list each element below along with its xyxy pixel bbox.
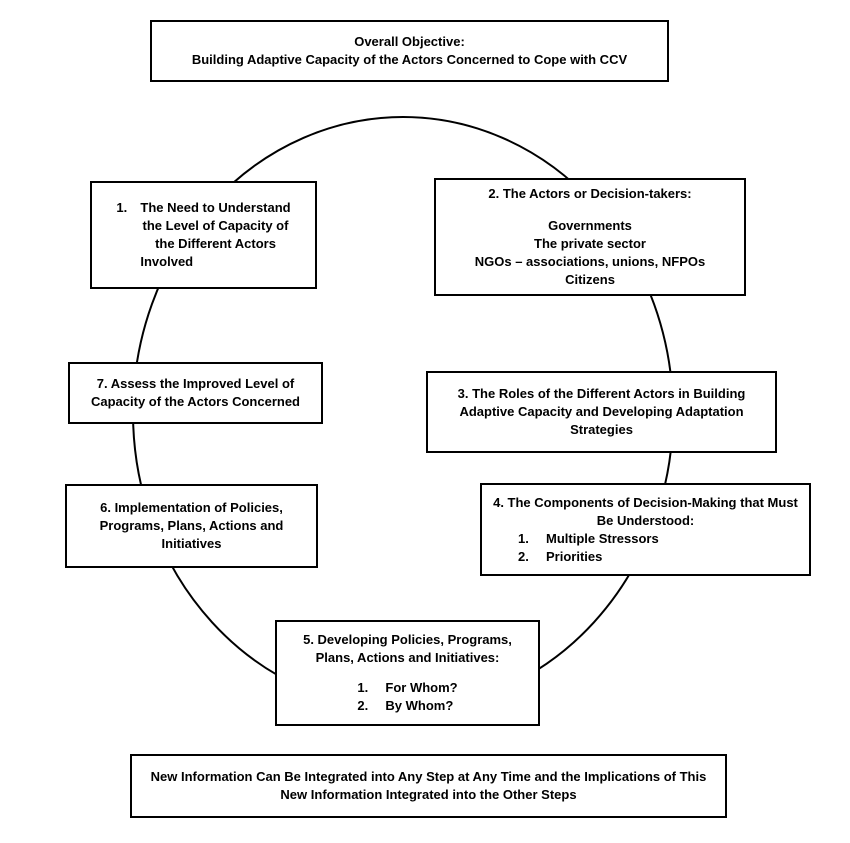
step-1-line-4: Involved — [140, 254, 194, 269]
step-2-item-3: NGOs – associations, unions, NFPOs — [474, 254, 706, 269]
step-5-line-1: 5. Developing Policies, Programs, — [303, 632, 512, 647]
step-2-box: 2. The Actors or Decision-takers: Govern… — [434, 178, 746, 296]
step-4-box: 4. The Components of Decision-Making tha… — [480, 483, 811, 576]
step-5-list-item: 1. For Whom? — [357, 679, 457, 697]
step-4-list-item: 1. Multiple Stressors — [518, 530, 659, 548]
step-6-line-1: 6. Implementation of Policies, — [100, 500, 283, 515]
step-7-box: 7. Assess the Improved Level of Capacity… — [68, 362, 323, 424]
step-5-list-item: 2. By Whom? — [357, 697, 457, 715]
step-7-line-1: 7. Assess the Improved Level of — [96, 376, 295, 391]
note-line-1: New Information Can Be Integrated into A… — [150, 769, 707, 784]
note-line-2: New Information Integrated into the Othe… — [280, 787, 577, 802]
step-7-line-2: Capacity of the Actors Concerned — [90, 394, 300, 409]
step-1-line-3: the Different Actors — [155, 236, 276, 251]
step-5-item-1-number: 1. — [357, 680, 369, 695]
step-6-line-3: Initiatives — [161, 536, 222, 551]
step-3-line-3: Strategies — [570, 422, 633, 437]
step-5-item-2-text: By Whom? — [385, 698, 454, 713]
step-2-item-1: Governments — [548, 218, 632, 233]
step-3-line-1: 3. The Roles of the Different Actors in … — [457, 386, 746, 401]
step-3-line-2: Adaptive Capacity and Developing Adaptat… — [459, 404, 744, 419]
step-5-item-1-text: For Whom? — [385, 680, 458, 695]
step-6-box: 6. Implementation of Policies, Programs,… — [65, 484, 318, 568]
step-2-title: 2. The Actors or Decision-takers: — [488, 186, 692, 201]
step-3-box: 3. The Roles of the Different Actors in … — [426, 371, 777, 453]
step-2-item-4: Citizens — [565, 272, 615, 287]
step-5-item-2-number: 2. — [357, 698, 369, 713]
overall-objective-box: Overall Objective: Building Adaptive Cap… — [150, 20, 669, 82]
step-4-line-1: 4. The Components of Decision-Making tha… — [493, 494, 798, 510]
step-4-list-item: 2. Priorities — [518, 548, 659, 566]
step-4-item-1-text: Multiple Stressors — [546, 530, 659, 546]
step-5-line-2: Plans, Actions and Initiatives: — [315, 650, 500, 665]
step-4-item-1-number: 1. — [518, 530, 529, 546]
step-4-line-2: Be Understood: — [596, 512, 695, 528]
step-1-box: 1. The Need to Understand the Level of C… — [90, 181, 317, 289]
step-5-box: 5. Developing Policies, Programs, Plans,… — [275, 620, 540, 726]
step-1-number: 1. — [116, 200, 128, 215]
step-2-item-2: The private sector — [534, 236, 646, 251]
step-1-line-2: the Level of Capacity of — [142, 218, 289, 233]
step-6-line-2: Programs, Plans, Actions and — [99, 518, 284, 533]
step-4-item-2-number: 2. — [518, 548, 529, 564]
objective-heading: Overall Objective: — [354, 34, 465, 49]
step-4-item-2-text: Priorities — [546, 548, 603, 564]
objective-text: Building Adaptive Capacity of the Actors… — [191, 52, 628, 67]
integration-note-box: New Information Can Be Integrated into A… — [130, 754, 727, 818]
step-1-line-1: The Need to Understand — [140, 200, 291, 215]
